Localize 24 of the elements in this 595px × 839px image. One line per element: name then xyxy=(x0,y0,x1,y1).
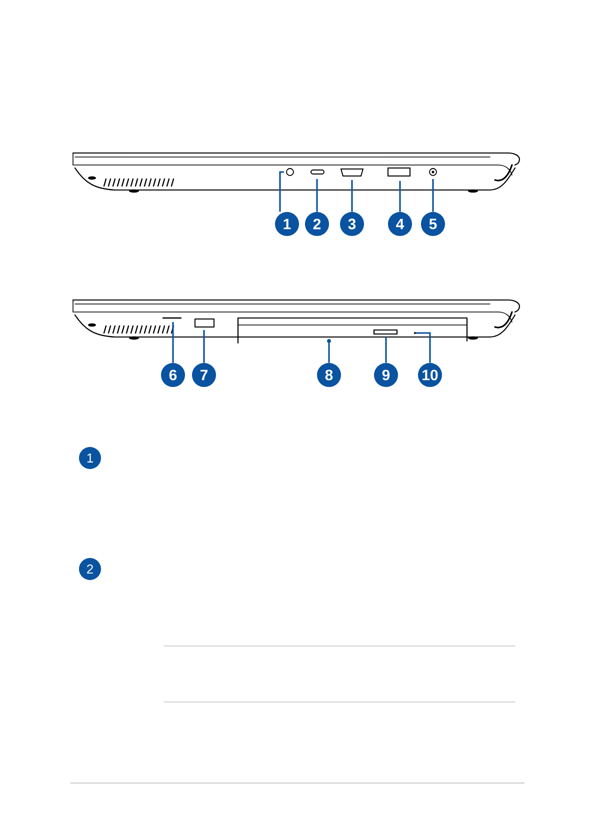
callout-number: 9 xyxy=(374,363,398,387)
leader-line xyxy=(279,171,284,212)
leader-line xyxy=(316,179,318,212)
callout-number: 3 xyxy=(340,212,364,236)
leader-line xyxy=(385,337,387,363)
callout-number: 4 xyxy=(388,212,412,236)
callout-number: 2 xyxy=(305,212,329,236)
leader-line xyxy=(172,322,174,363)
leader-line xyxy=(203,330,205,363)
laptop-drawing xyxy=(72,299,520,344)
callout-number: 1 xyxy=(79,447,101,469)
callout-number: 8 xyxy=(317,363,341,387)
leader-line xyxy=(328,343,330,363)
callout-number: 7 xyxy=(192,363,216,387)
leader-line xyxy=(432,179,434,212)
laptop-drawing xyxy=(72,152,520,193)
leader-line xyxy=(399,181,401,212)
callout-number: 2 xyxy=(79,558,101,580)
callout-number: 1 xyxy=(275,212,299,236)
leader-line xyxy=(351,180,353,212)
callout-number: 5 xyxy=(421,212,445,236)
callout-number: 6 xyxy=(161,363,185,387)
leader-line xyxy=(416,332,431,363)
callout-number: 10 xyxy=(418,363,442,387)
